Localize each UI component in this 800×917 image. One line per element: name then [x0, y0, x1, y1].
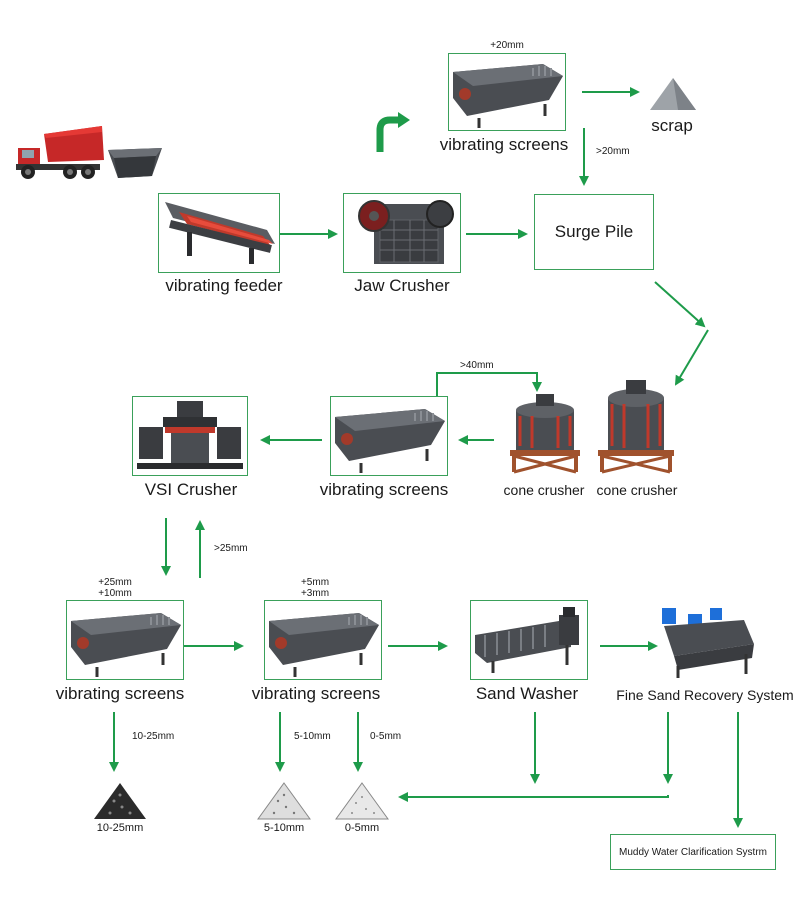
- sand-washer-label: Sand Washer: [475, 684, 579, 703]
- pass-40-label: >40mm: [460, 360, 494, 371]
- arrow-surge-to-cone: [654, 281, 706, 328]
- left-screen-size-a: +25mm: [98, 577, 132, 588]
- pile-0-5-label: 0-5mm: [344, 822, 380, 834]
- sand-pile-icon: [257, 782, 311, 820]
- mid-screen-box: [330, 396, 448, 476]
- arrow-diag-cone: [674, 329, 709, 386]
- cone-crusher-1-label: cone crusher: [503, 482, 585, 498]
- hopper-icon: [108, 148, 162, 178]
- scrap-pile-icon: [650, 78, 696, 110]
- mid2-screen-size-a: +5mm: [300, 577, 330, 588]
- mid2-screen-size-b: +3mm: [300, 588, 330, 599]
- turn-arrow-icon: [376, 112, 410, 152]
- cone-crusher-1-image: [510, 394, 580, 474]
- surge-pile-box: Surge Pile: [534, 194, 654, 270]
- mid2-screen-image: [269, 613, 379, 677]
- vsi-crusher-label: VSI Crusher: [144, 480, 238, 499]
- pass-20-label: >20mm: [596, 146, 630, 157]
- out-10-25-label: 10-25mm: [132, 731, 175, 742]
- jaw-crusher-box: [343, 193, 461, 273]
- arrow-loop-40: [436, 372, 542, 396]
- arrow-collect-to-0-5: [398, 792, 669, 802]
- mid2-screen-box: [264, 600, 382, 680]
- pile-5-10-label: 5-10mm: [263, 822, 305, 834]
- sand-washer-image: [475, 607, 579, 673]
- fine-sand-recovery-image: [662, 608, 754, 678]
- vsi-crusher-box: [132, 396, 248, 476]
- out-0-5-label: 0-5mm: [370, 731, 402, 742]
- vibrating-feeder-label: vibrating feeder: [165, 276, 283, 295]
- return-25-label: >25mm: [214, 543, 248, 554]
- dump-truck-icon: [16, 126, 104, 179]
- left-screen-box: [66, 600, 184, 680]
- top-screen-image: [453, 64, 563, 128]
- mid-screen-label: vibrating screens: [319, 480, 449, 499]
- muddy-water-box: Muddy Water Clarification Systrm: [610, 834, 776, 870]
- muddy-water-label: Muddy Water Clarification Systrm: [619, 846, 767, 858]
- cone-crusher-2-label: cone crusher: [596, 482, 678, 498]
- mid2-screen-label: vibrating screens: [251, 684, 381, 703]
- pile-10-25-label: 10-25mm: [96, 822, 144, 834]
- cone-crusher-2-image: [598, 380, 674, 474]
- top-screen-box: [448, 53, 566, 131]
- left-screen-size-b: +10mm: [98, 588, 132, 599]
- sand-pile-icon: [94, 783, 146, 819]
- vibrating-feeder-image: [165, 202, 275, 264]
- sand-washer-box: [470, 600, 588, 680]
- left-screen-label: vibrating screens: [55, 684, 185, 703]
- scrap-label: scrap: [651, 116, 693, 135]
- jaw-crusher-label: Jaw Crusher: [354, 276, 450, 295]
- surge-pile-label: Surge Pile: [554, 222, 634, 241]
- vibrating-feeder-box: [158, 193, 280, 273]
- out-5-10-label: 5-10mm: [294, 731, 331, 742]
- top-screen-label: vibrating screens: [439, 135, 569, 154]
- jaw-crusher-image: [358, 200, 454, 264]
- top-screen-size: +20mm: [490, 40, 524, 51]
- mid-screen-image: [335, 409, 445, 473]
- fine-sand-label: Fine Sand Recovery System: [616, 687, 794, 703]
- sand-pile-icon: [335, 782, 389, 820]
- vsi-crusher-image: [137, 401, 243, 469]
- left-screen-image: [71, 613, 181, 677]
